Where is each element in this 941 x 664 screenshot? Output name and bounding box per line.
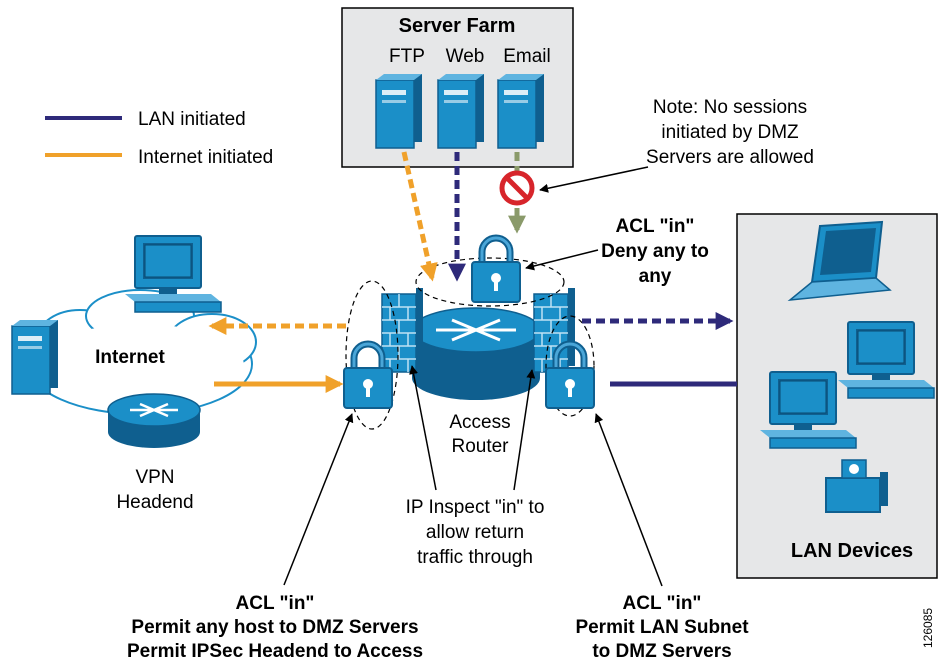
internet-pc-icon	[124, 235, 222, 313]
acl-left-callout-arrow	[283, 413, 354, 586]
internet-server-icon	[11, 319, 59, 395]
ftp-server-icon	[375, 73, 423, 149]
deny-icon	[499, 170, 535, 206]
router-label-1: Access	[449, 412, 510, 433]
legend-internet-label: Internet initiated	[138, 147, 273, 168]
acl-top-callout-arrow	[525, 249, 599, 271]
acl-top-line-2: Deny any to	[601, 241, 709, 262]
lock-left-icon	[344, 344, 392, 408]
web-server-icon	[437, 73, 485, 149]
vpn-headend-router-icon	[107, 393, 201, 448]
vpn-label-2: Headend	[116, 492, 193, 513]
note-callout-arrow	[539, 166, 649, 193]
acl-right-callout-arrow	[594, 413, 663, 587]
note-line-1: Note: No sessions	[653, 97, 807, 118]
top-interface-ellipse	[415, 257, 565, 307]
inspect-line-2: allow return	[426, 522, 524, 543]
inspect-right-callout-arrow	[513, 369, 536, 491]
router-label-2: Router	[451, 436, 509, 457]
figure-id: 126085	[921, 608, 935, 648]
right-interface-ellipse	[545, 315, 595, 417]
lock-top-icon	[472, 238, 520, 302]
acl-right-line-3: to DMZ Servers	[592, 641, 731, 662]
legend-lan-label: LAN initiated	[138, 109, 246, 130]
acl-left-line-1: ACL "in"	[236, 593, 315, 614]
lan-devices-title: LAN Devices	[791, 540, 913, 562]
video-camera-icon	[825, 459, 888, 513]
internet-cloud-icon	[27, 289, 257, 415]
acl-right-line-1: ACL "in"	[623, 593, 702, 614]
ftp-label: FTP	[389, 46, 425, 67]
laptop-icon	[787, 220, 892, 301]
web-label: Web	[446, 46, 485, 67]
internet-label: Internet	[95, 347, 165, 368]
acl-top-line-1: ACL "in"	[616, 216, 695, 237]
acl-left-line-2: Permit any host to DMZ Servers	[131, 617, 418, 638]
ftp-internet-flow	[401, 151, 438, 282]
acl-top-line-3: any	[639, 266, 672, 287]
inspect-left-callout-arrow	[409, 365, 437, 491]
firewall-left-icon	[381, 287, 424, 373]
note-line-2: initiated by DMZ	[661, 122, 799, 143]
acl-left-line-3: Permit IPSec Headend to Access	[127, 641, 423, 662]
email-label: Email	[503, 46, 551, 67]
server-farm-title: Server Farm	[399, 15, 516, 37]
note-line-3: Servers are allowed	[646, 147, 814, 168]
access-router-icon	[411, 307, 541, 400]
email-server-icon	[497, 73, 545, 149]
inspect-line-1: IP Inspect "in" to	[406, 497, 545, 518]
left-interface-ellipse	[345, 280, 399, 430]
vpn-label-1: VPN	[135, 467, 174, 488]
acl-right-line-2: Permit LAN Subnet	[575, 617, 749, 638]
inspect-line-3: traffic through	[417, 547, 533, 568]
